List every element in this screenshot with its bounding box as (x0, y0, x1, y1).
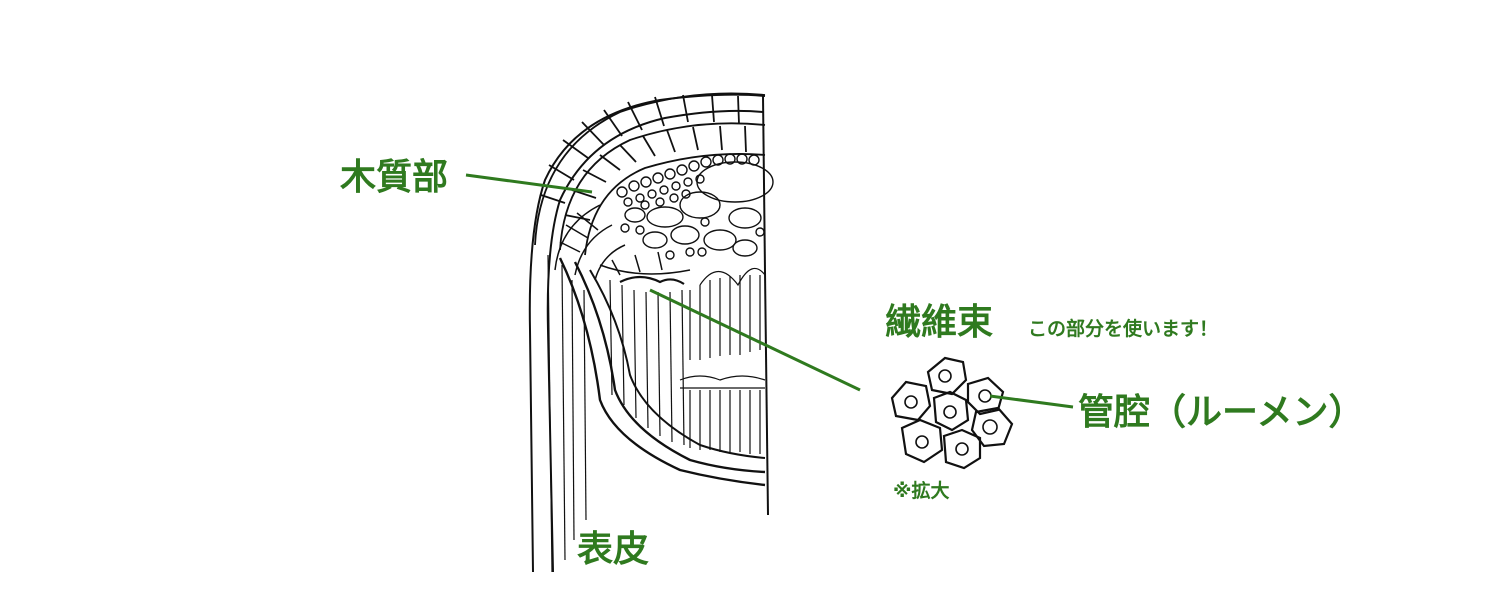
lumen-label: 管腔（ルーメン） (1078, 392, 1365, 433)
xylem-leader-line (465, 173, 593, 194)
fiber-strips (547, 254, 766, 573)
xylem-vessel-cluster (616, 153, 774, 260)
lumen-leader-line (989, 394, 1074, 409)
leader-lines (465, 173, 1074, 409)
magnified-note-label: ※拡大 (893, 480, 950, 502)
fiber-bundle-label: 繊維束 (885, 302, 994, 343)
cortex-cells (554, 204, 691, 281)
xylem-label: 木質部 (340, 157, 449, 198)
fiber-bundle-leader-line (649, 288, 861, 392)
epidermis-cell-ring (534, 92, 766, 256)
magnified-fiber-cells (890, 356, 1014, 470)
usage-note-label: この部分を使います！ (1028, 318, 1219, 340)
epidermis-label: 表皮 (577, 529, 650, 570)
